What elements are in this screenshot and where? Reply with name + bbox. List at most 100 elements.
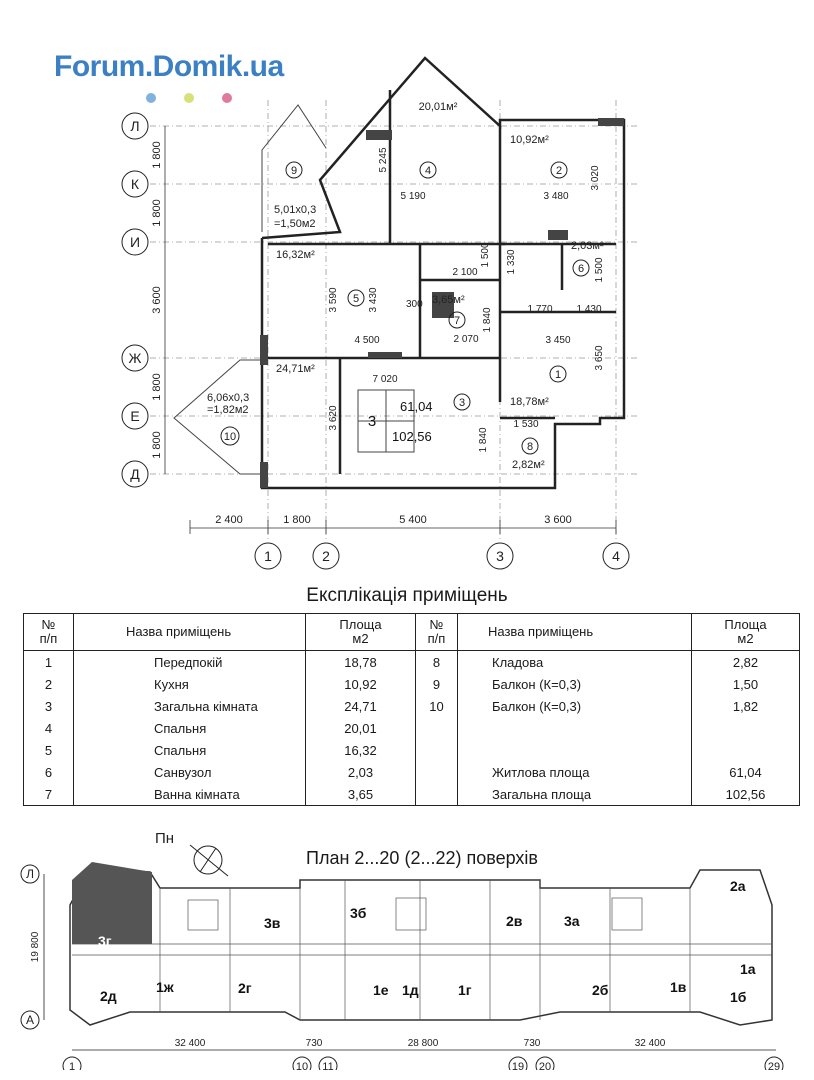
bottom-axis-marker: 10: [292, 1056, 312, 1070]
bottom-axis-marker: 1: [62, 1056, 82, 1070]
axis-col-marker: 3: [486, 542, 514, 570]
cell-name: [457, 717, 692, 739]
cell-name: Загальна площа: [457, 783, 692, 806]
room-number-marker: 8: [521, 437, 539, 455]
cell-area: 10,92: [305, 673, 416, 695]
apartment-label: 2б: [592, 982, 609, 998]
apartment-plan: Л К И Ж Е Д 1 2 3 4 1 800 1 800 3 600 1 …: [121, 56, 640, 570]
col-header-name: Назва приміщень: [73, 613, 306, 651]
cell-area: [691, 717, 800, 739]
cell-name: Спальня: [73, 739, 306, 761]
logo-dot-blue: [146, 93, 156, 103]
cell-name: Балкон (К=0,3): [457, 673, 692, 695]
apartment-label: 1б: [730, 989, 747, 1005]
cell-name: [457, 739, 692, 761]
bottom-axis-label: 11: [322, 1061, 333, 1070]
col-dimension: 3 600: [544, 514, 572, 526]
axis-marker-top: Л: [26, 867, 34, 881]
plan-dimension: 3 650: [594, 345, 605, 370]
cell-number: [415, 739, 458, 761]
axis-row-marker: К: [121, 170, 149, 198]
badge-rooms: 3: [368, 413, 376, 430]
balcony-area-label: =1,50м2: [274, 218, 316, 230]
cell-name: Санвузол: [73, 761, 306, 783]
plan-dimension: 5 190: [400, 191, 425, 202]
room-number: 4: [425, 165, 431, 177]
row-dimension: 1 800: [151, 199, 163, 227]
bottom-axis-label: 20: [539, 1061, 551, 1070]
cell-area: 18,78: [305, 650, 416, 673]
axis-row-marker: Д: [121, 460, 149, 488]
room-number-marker: 1: [549, 365, 567, 383]
plan-dimension: 3 430: [368, 287, 379, 312]
col-dimension: 5 400: [399, 514, 427, 526]
axis-row-marker: Ж: [121, 344, 149, 372]
balcony-area-label: 5,01х0,3: [274, 204, 316, 216]
row-dimension: 1 800: [151, 373, 163, 401]
room-number: 10: [224, 431, 236, 443]
plan-dimension: 1 530: [513, 419, 538, 430]
badge-total-area: 102,56: [392, 429, 432, 444]
room-number: 2: [556, 165, 562, 177]
room-number-marker: 4: [419, 161, 437, 179]
apartment-label: 1в: [670, 979, 687, 995]
badge-living-area: 61,04: [400, 399, 433, 414]
cell-number: [415, 717, 458, 739]
cell-number: 8: [415, 650, 458, 673]
cell-name: Кладова: [457, 650, 692, 673]
balcony-area-label: =1,82м2: [207, 404, 249, 416]
col-dimension: 1 800: [283, 514, 311, 526]
apartment-label: 2в: [506, 913, 523, 929]
axis-col-marker: 1: [254, 542, 282, 570]
room-number: 7: [454, 315, 460, 327]
cell-number: 2: [23, 673, 74, 695]
apartment-label: 1е: [373, 982, 389, 998]
plan-dimension: 300: [406, 299, 423, 310]
cell-area: [691, 739, 800, 761]
cell-number: 9: [415, 673, 458, 695]
room-number: 3: [459, 397, 465, 409]
axis-row-marker: И: [121, 228, 149, 256]
north-label: Пн: [155, 830, 174, 847]
balcony-area-label: 6,06х0,3: [207, 392, 249, 404]
apartment-label: 2а: [730, 878, 746, 894]
cell-number: 10: [415, 695, 458, 717]
apartment-label: 3б: [350, 905, 367, 921]
bottom-axis-marker: 11: [318, 1056, 338, 1070]
plan-dimension: 1 840: [478, 427, 489, 452]
bottom-dimension: 28 800: [408, 1038, 439, 1049]
apartment-label: 3г: [98, 933, 112, 949]
axis-marker-bottom: А: [26, 1013, 34, 1027]
apartment-label: 3в: [264, 915, 281, 931]
site-logo[interactable]: Forum.Domik.ua: [54, 50, 284, 83]
cell-number: 4: [23, 717, 74, 739]
row-dimension: 3 600: [151, 286, 163, 314]
plan-dimension: 3 450: [545, 335, 570, 346]
room-number: 9: [291, 165, 297, 177]
cell-area: 3,65: [305, 783, 416, 806]
logo-dots: [146, 90, 260, 108]
axis-row-label: И: [130, 234, 140, 250]
bottom-axis-marker: 19: [508, 1056, 528, 1070]
bottom-dimension: 730: [306, 1038, 323, 1049]
row-dimension: 1 800: [151, 431, 163, 459]
cell-name: Спальня: [73, 717, 306, 739]
axis-col-label: 4: [612, 548, 620, 564]
row-dimension: 1 800: [151, 141, 163, 169]
cell-area: 61,04: [691, 761, 800, 783]
plan-dimension: 1 500: [594, 257, 605, 282]
plan-dimension: 7 020: [372, 374, 397, 385]
cell-area: 1,82: [691, 695, 800, 717]
apartment-label: 1ж: [156, 979, 175, 995]
plan-dimension: 1 840: [482, 307, 493, 332]
cell-number: [415, 761, 458, 783]
room-area-label: 16,32м²: [276, 249, 315, 261]
